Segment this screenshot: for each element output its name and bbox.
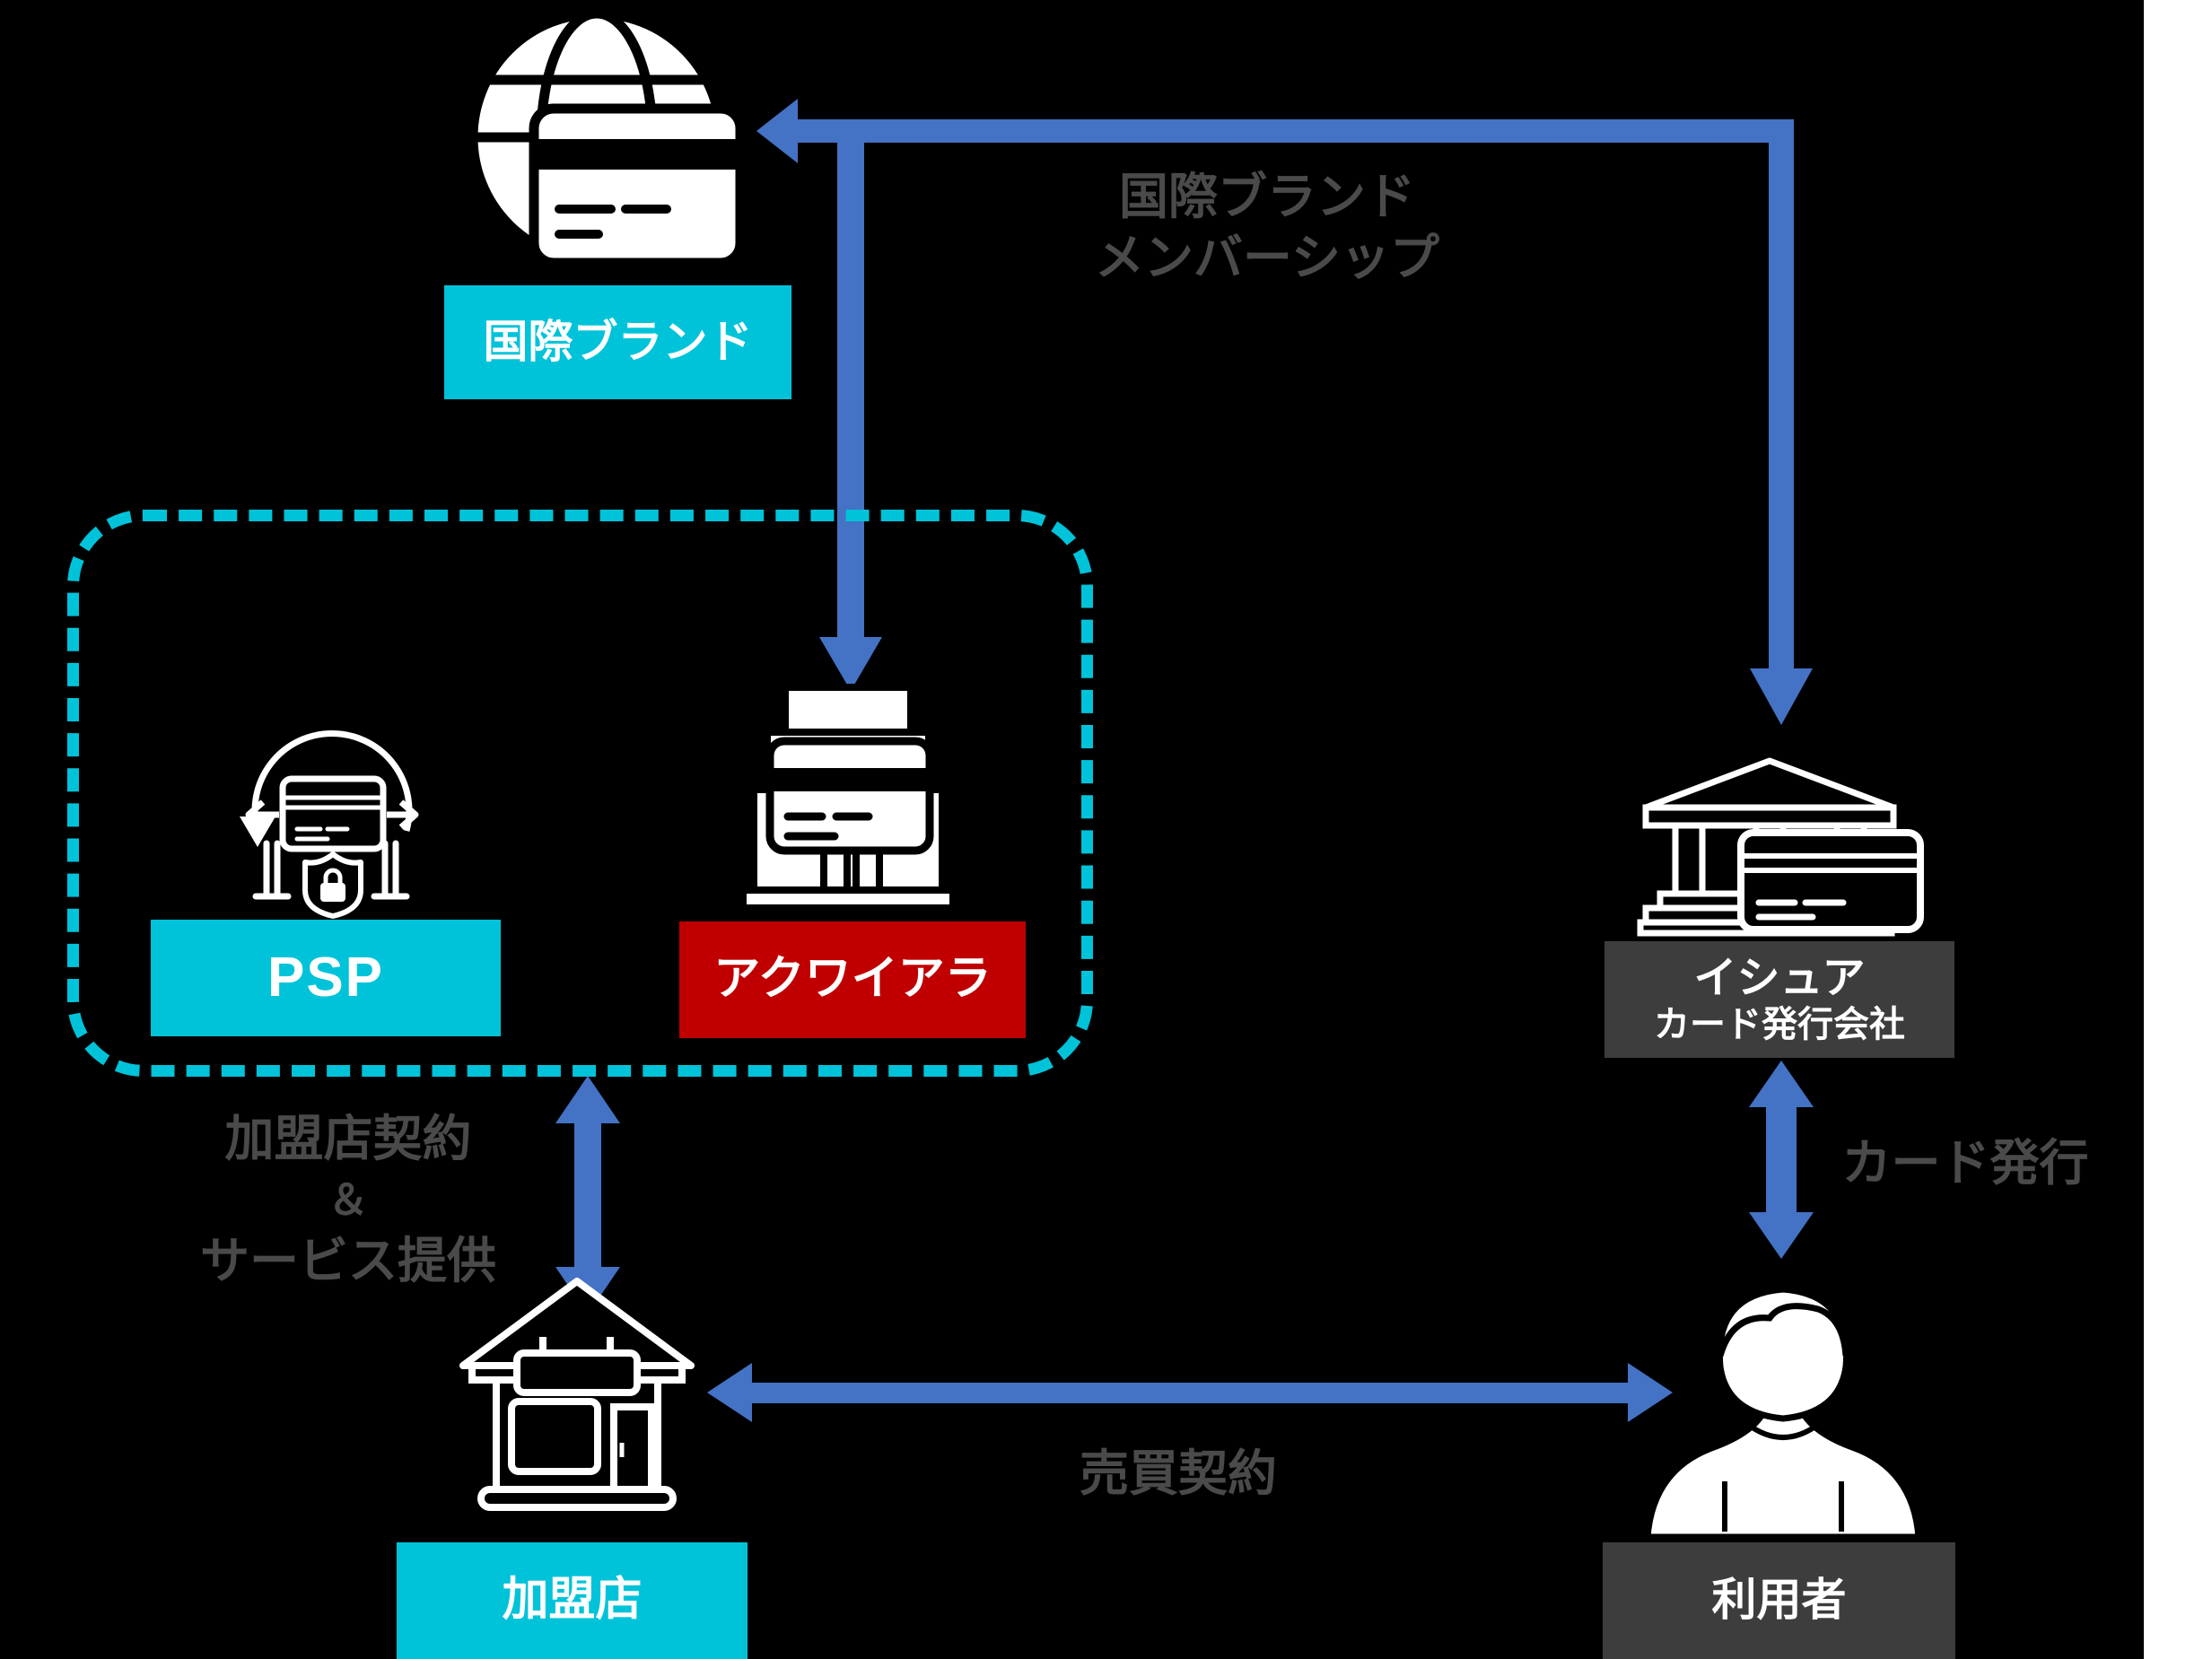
brand-label-box: 国際ブランド: [444, 285, 791, 399]
acquirer-branch-arrowhead-down-icon: [819, 637, 882, 691]
merchant-contract-edge-label-line1: 加盟店契約: [224, 1111, 472, 1166]
psp-acquirer-group-dashed-box: [67, 510, 1093, 1077]
globe-credit-card-icon: [468, 8, 746, 268]
issuer-label: イシュア: [1693, 955, 1866, 1003]
psp-label-box: PSP: [151, 920, 501, 1036]
sale-contract-arrowhead-right-icon: [1628, 1363, 1673, 1422]
acquirer-label-box: アクワイアラ: [679, 921, 1026, 1038]
merchant-contract-arrowhead-up-icon: [555, 1076, 620, 1123]
merchant-label-box: 加盟店: [397, 1542, 748, 1659]
card-issuance-edge-label: カード発行: [1831, 1132, 2100, 1193]
membership-arrow-vertical-shaft: [1769, 119, 1794, 668]
membership-edge-label: 国際ブランド メンバーシップ: [998, 166, 1536, 288]
sale-contract-arrowhead-left-icon: [707, 1363, 752, 1422]
card-issuance-arrowhead-up-icon: [1749, 1061, 1814, 1107]
user-label-box: 利用者: [1603, 1542, 1955, 1659]
merchant-contract-edge-label-line3: サービス提供: [199, 1233, 496, 1288]
merchant-contract-edge-label: 加盟店契約 ＆ サービス提供: [124, 1108, 573, 1291]
sale-contract-edge-label-text: 売買契約: [1079, 1445, 1277, 1501]
page-right-margin: [2144, 0, 2212, 1659]
psp-label: PSP: [267, 947, 385, 1009]
membership-edge-label-line2: メンバーシップ: [1095, 230, 1439, 285]
user-label: 利用者: [1711, 1575, 1847, 1626]
acquirer-branch-arrow-shaft: [837, 142, 864, 637]
merchant-contract-edge-label-line2: ＆: [328, 1176, 369, 1223]
brand-label: 国際ブランド: [483, 316, 753, 367]
sale-contract-arrow-shaft: [750, 1383, 1630, 1403]
bank-credit-card-icon: [1637, 757, 1924, 937]
card-issuance-arrowhead-down-icon: [1749, 1212, 1814, 1259]
secure-payment-icon: [240, 730, 419, 919]
membership-arrowhead-left-icon: [756, 99, 798, 163]
membership-arrowhead-down-icon: [1750, 668, 1813, 725]
card-issuance-arrow-shaft: [1766, 1104, 1797, 1215]
issuer-sublabel: カード発行会社: [1654, 1004, 1905, 1044]
issuer-label-box: イシュア カード発行会社: [1604, 941, 1954, 1058]
membership-edge-label-line1: 国際ブランド: [1118, 169, 1415, 224]
building-credit-card-icon: [739, 684, 957, 912]
acquirer-label: アクワイアラ: [713, 953, 992, 1006]
merchant-contract-arrow-shaft: [574, 1120, 601, 1270]
merchant-label: 加盟店: [502, 1574, 643, 1627]
store-icon: [459, 1278, 695, 1511]
membership-arrow-horizontal-shaft: [797, 119, 1792, 143]
sale-contract-edge-label: 売買契約: [954, 1443, 1403, 1504]
card-issuance-edge-label-text: カード発行: [1841, 1135, 2089, 1191]
person-icon: [1644, 1286, 1922, 1541]
